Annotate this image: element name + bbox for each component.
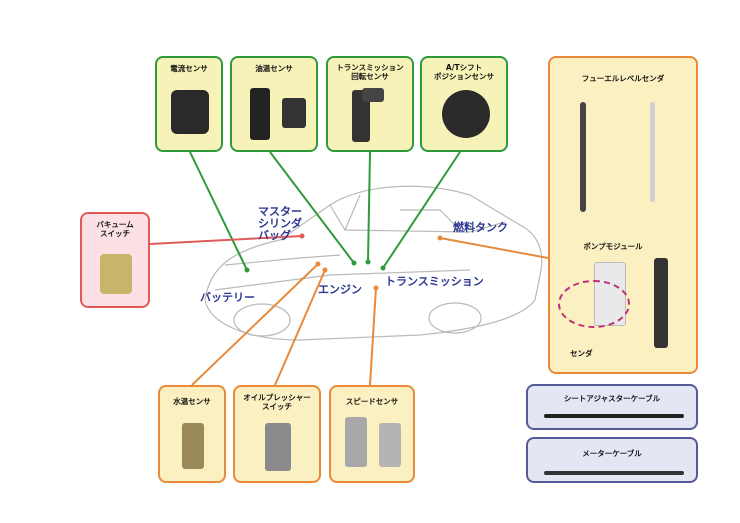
sender-highlight-ellipse — [558, 280, 630, 328]
current-sensor-box: 電流センサ — [155, 56, 223, 152]
speed-sensor-label: スピードセンサ — [345, 397, 399, 406]
engine-label: エンジン — [318, 283, 362, 296]
oil-temp-sensor-image-b — [282, 98, 306, 128]
speed-sensor-box: スピードセンサ — [329, 385, 415, 483]
trans-speed-sensor-head — [362, 88, 384, 102]
trans-speed-sensor-image — [352, 90, 370, 142]
seat-cable-label: シートアジャスターケーブル — [563, 394, 661, 403]
speed-sensor-image-a — [345, 417, 367, 467]
fuel-level-sender-label: フューエルレベルセンダ — [581, 74, 665, 83]
at-shift-sensor-box: A/Tシフト ポジションセンサ — [420, 56, 508, 152]
at-shift-sensor-image — [442, 90, 490, 138]
oil-temp-sensor-label: 油温センサ — [255, 64, 293, 73]
sender-label: センダ — [570, 349, 593, 358]
vacuum-switch-label: バキューム スイッチ — [96, 220, 134, 238]
vacuum-switch-image — [100, 254, 132, 294]
fuel-level-sender-image-a — [580, 102, 586, 212]
water-temp-sensor-box: 水温センサ — [158, 385, 226, 483]
water-temp-sensor-label: 水温センサ — [173, 397, 211, 406]
water-temp-sensor-image — [182, 423, 204, 469]
oil-pressure-switch-box: オイルプレッシャー スイッチ — [233, 385, 321, 483]
fuel-system-box: フューエルレベルセンダ ポンプモジュール センダ — [548, 56, 698, 374]
transmission-label: トランスミッション — [385, 275, 484, 288]
at-shift-sensor-label: A/Tシフト ポジションセンサ — [434, 63, 494, 81]
oil-temp-sensor-box: 油温センサ — [230, 56, 318, 152]
pump-module-image-b — [654, 258, 668, 348]
meter-cable-label: メーターケーブル — [582, 449, 642, 458]
seat-cable-image — [544, 414, 684, 418]
speed-sensor-image-b — [379, 423, 401, 467]
meter-cable-image — [544, 471, 684, 475]
oil-pressure-switch-image — [265, 423, 291, 471]
fuel-tank-label: 燃料タンク — [453, 221, 508, 234]
trans-speed-sensor-label: トランスミッション 回転センサ — [336, 63, 404, 81]
car-outline — [204, 185, 543, 341]
master-cylinder-label: マスター シリンダ バッグ — [258, 205, 302, 242]
vacuum-switch-box: バキューム スイッチ — [80, 212, 150, 308]
current-sensor-image — [171, 90, 209, 134]
oil-temp-sensor-image-a — [250, 88, 270, 140]
seat-cable-box: シートアジャスターケーブル — [526, 384, 698, 430]
fuel-level-sender-image-b — [650, 102, 655, 202]
pump-module-label: ポンプモジュール — [583, 242, 643, 251]
trans-speed-sensor-box: トランスミッション 回転センサ — [326, 56, 414, 152]
current-sensor-label: 電流センサ — [170, 64, 208, 73]
battery-label: バッテリー — [200, 291, 255, 304]
oil-pressure-switch-label: オイルプレッシャー スイッチ — [243, 393, 311, 411]
meter-cable-box: メーターケーブル — [526, 437, 698, 483]
